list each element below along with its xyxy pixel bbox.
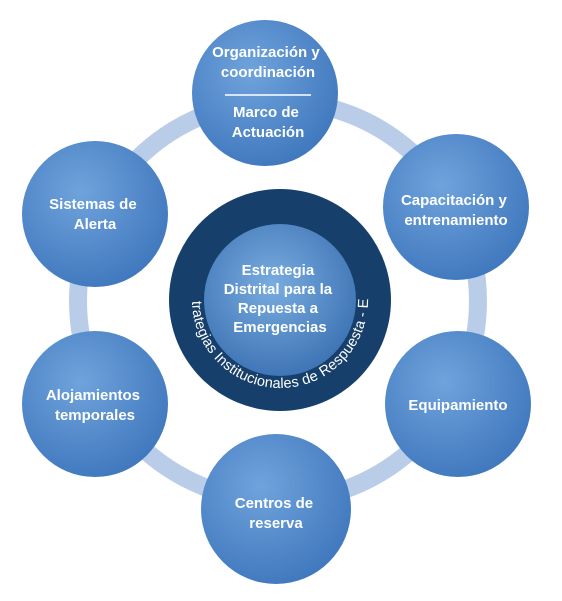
node-label-line: Actuación bbox=[232, 124, 305, 141]
node-circle bbox=[22, 331, 168, 477]
node-circle bbox=[201, 434, 351, 584]
node-centros: Centros de reserva bbox=[201, 434, 351, 584]
center-circle bbox=[204, 224, 356, 376]
node-label-line: Alerta bbox=[74, 216, 117, 233]
node-label-line: Marco de bbox=[233, 104, 299, 121]
node-label: Equipamiento bbox=[408, 397, 507, 414]
node-label: Alojamientos temporales bbox=[46, 387, 144, 424]
node-organizacion: Organización y coordinación Marco de Act… bbox=[192, 20, 338, 166]
node-sistemas: Sistemas de Alerta bbox=[22, 141, 168, 287]
node-label-line: Equipamiento bbox=[408, 397, 507, 414]
node-capacitacion: Capacitación y entrenamiento bbox=[383, 134, 529, 280]
node-label: Centros de reserva bbox=[235, 495, 318, 532]
node-label: Sistemas de Alerta bbox=[49, 196, 141, 233]
node-label-line: coordinación bbox=[221, 64, 315, 81]
node-label-line: temporales bbox=[55, 407, 135, 424]
node-label-line: Alojamientos bbox=[46, 387, 140, 404]
center-title: Estrategia Distrital para la Repuesta a … bbox=[224, 262, 337, 336]
center-line: Estrategia bbox=[242, 262, 315, 279]
node-label-line: Sistemas de bbox=[49, 196, 137, 213]
node-label: Organización y coordinación bbox=[212, 44, 324, 81]
node-equipamiento: Equipamiento bbox=[385, 331, 531, 477]
node-circle bbox=[383, 134, 529, 280]
node-circle bbox=[22, 141, 168, 287]
node-label-line: Capacitación y bbox=[401, 192, 508, 209]
center-line: Distrital para la bbox=[224, 281, 333, 298]
node-circle bbox=[385, 331, 531, 477]
node-label-line: reserva bbox=[249, 515, 303, 532]
node-label: Capacitación y entrenamiento bbox=[401, 192, 511, 229]
node-alojamientos: Alojamientos temporales bbox=[22, 331, 168, 477]
center-line: Repuesta a bbox=[238, 300, 319, 317]
node-label-line: Centros de bbox=[235, 495, 313, 512]
node-label-line: entrenamiento bbox=[404, 212, 507, 229]
node-circle bbox=[192, 20, 338, 166]
center-line: Emergencias bbox=[233, 319, 326, 336]
node-label-line: Organización y bbox=[212, 44, 320, 61]
node-sublabel: Marco de Actuación bbox=[232, 104, 305, 141]
